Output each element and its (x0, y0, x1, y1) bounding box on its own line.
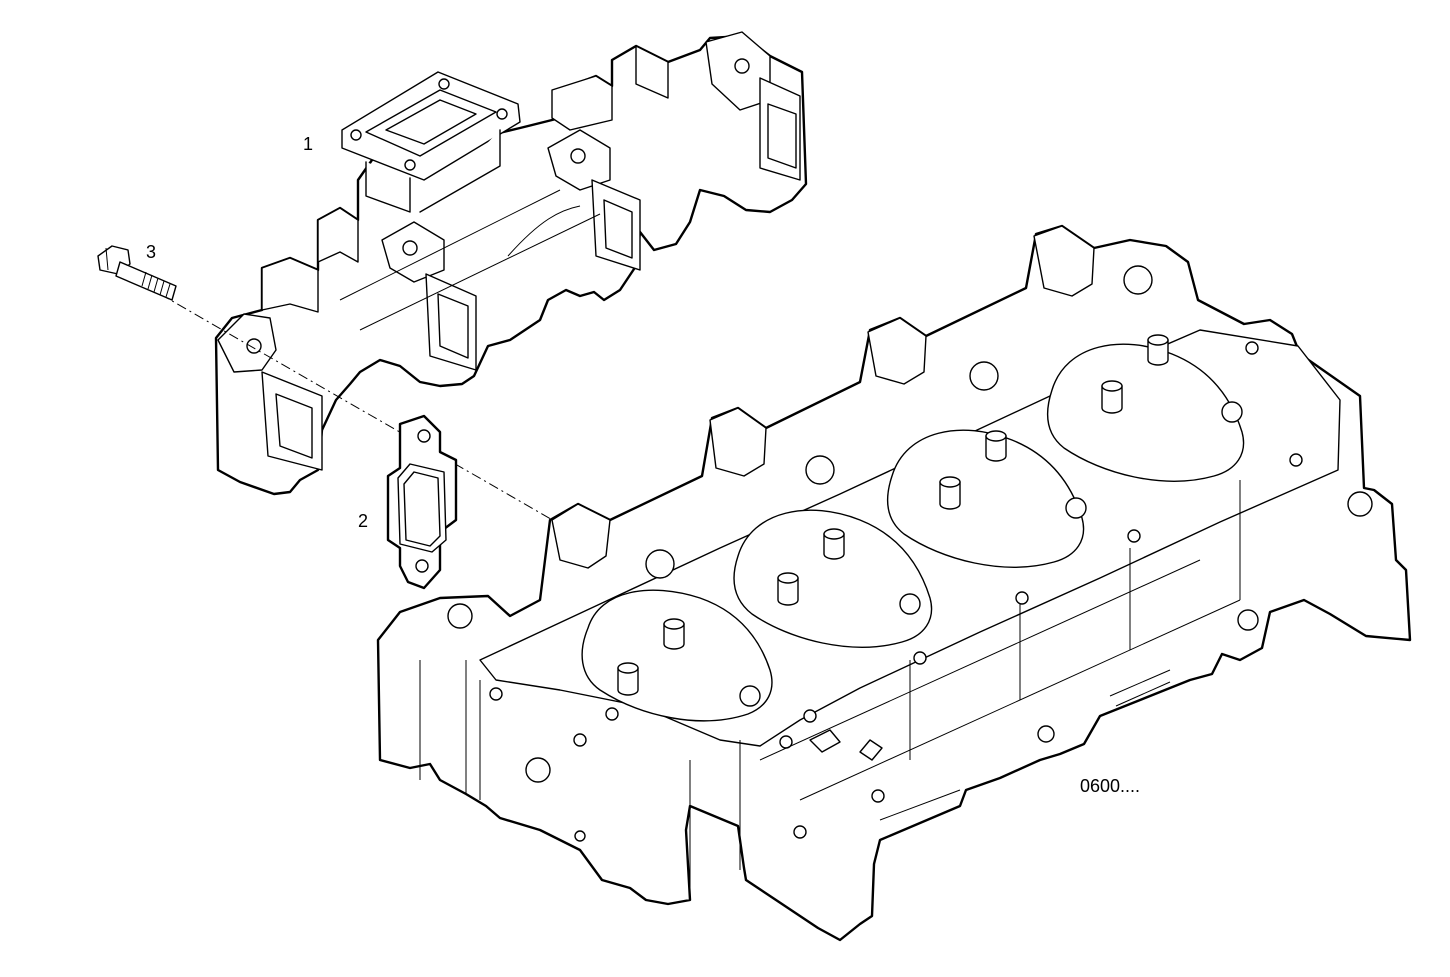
cylinder-head (376, 224, 1412, 942)
gasket (386, 414, 458, 590)
assembly-centerline (159, 293, 557, 523)
callout-2: 2 (358, 511, 368, 531)
bolt (97, 245, 177, 301)
exhaust-manifold (214, 31, 808, 496)
callout-3: 3 (146, 242, 156, 262)
callout-1: 1 (303, 134, 313, 154)
drawing-code: 0600.... (1080, 776, 1140, 796)
